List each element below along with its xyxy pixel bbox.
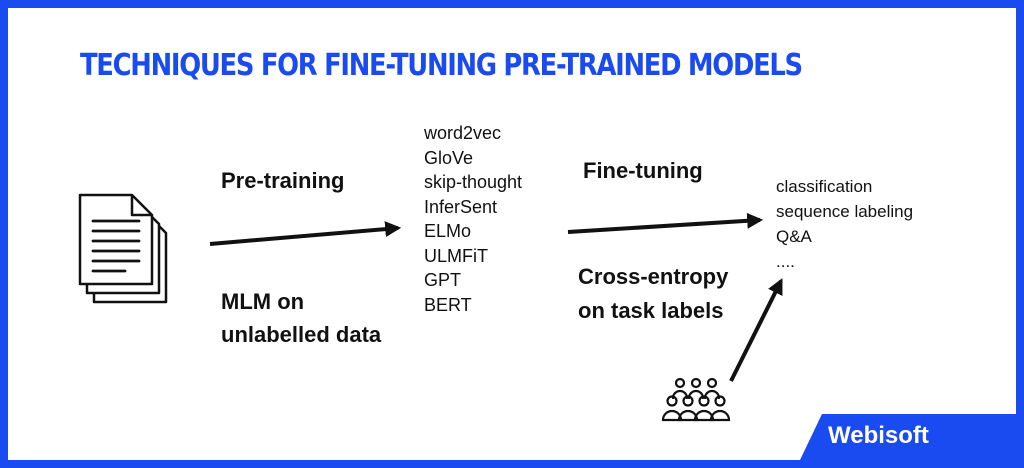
finetuning-label: Fine-tuning bbox=[583, 158, 703, 183]
task-item: classification bbox=[776, 177, 873, 196]
people-group-icon bbox=[661, 377, 731, 422]
model-item: ELMo bbox=[424, 221, 472, 241]
model-item: skip-thought bbox=[424, 172, 523, 192]
model-item: GPT bbox=[424, 270, 462, 290]
model-item: BERT bbox=[424, 294, 472, 315]
model-item: GloVe bbox=[424, 147, 474, 168]
tasks-list: classification sequence labeling Q&A ...… bbox=[776, 174, 913, 274]
task-item: sequence labeling bbox=[776, 202, 914, 221]
task-item: Q&A bbox=[776, 227, 812, 246]
finetuning-objective-line: Cross-entropy bbox=[578, 264, 729, 289]
pretraining-objective-line: MLM on bbox=[221, 289, 305, 314]
pretraining-label: Pre-training bbox=[221, 168, 345, 193]
pretrained-models-list: word2vec GloVe skip-thought InferSent EL… bbox=[424, 121, 522, 317]
task-item: .... bbox=[776, 252, 795, 271]
documents-icon bbox=[78, 193, 168, 304]
finetuning-objective: Cross-entropy on task labels bbox=[578, 260, 728, 328]
supervision-arrow bbox=[729, 278, 783, 382]
pretraining-objective-line: unlabelled data bbox=[221, 322, 382, 347]
model-item: ULMFiT bbox=[424, 245, 488, 266]
brand-logo: Webisoft bbox=[828, 422, 929, 449]
brand-badge bbox=[800, 414, 1016, 460]
model-item: InferSent bbox=[424, 196, 498, 217]
pretraining-arrow bbox=[209, 221, 402, 246]
model-item: word2vec bbox=[424, 123, 502, 143]
finetuning-arrow bbox=[567, 212, 764, 234]
page-title: TECHNIQUES FOR FINE-TUNING PRE-TRAINED M… bbox=[80, 48, 803, 83]
finetuning-objective-line: on task labels bbox=[578, 298, 724, 323]
pretraining-objective: MLM on unlabelled data bbox=[221, 285, 381, 351]
